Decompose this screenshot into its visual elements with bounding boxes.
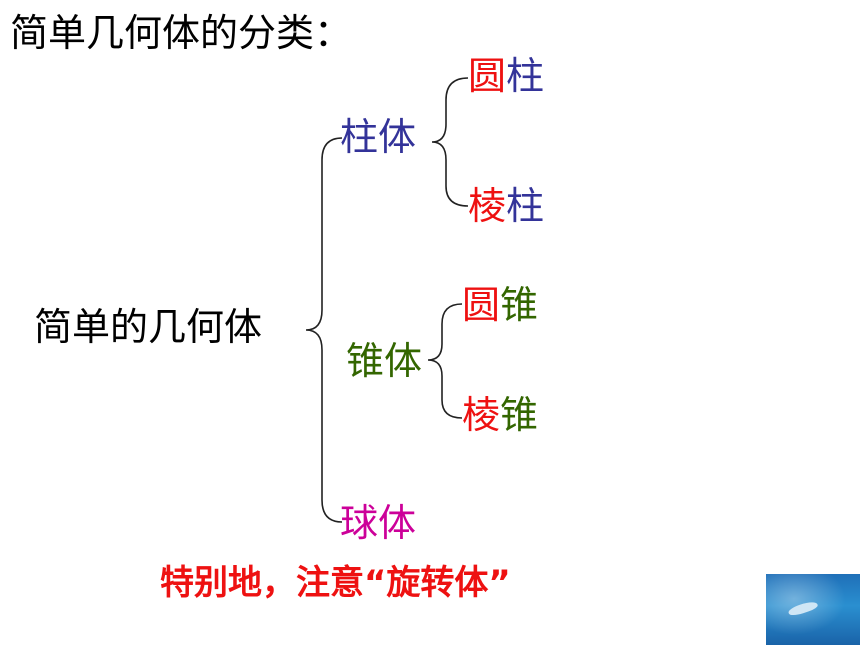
title: 简单几何体的分类：	[10, 11, 353, 55]
leaf-circular-cone: 圆锥	[462, 286, 538, 324]
branch-cone-label: 锥体	[346, 339, 423, 383]
root-label: 简单的几何体	[34, 305, 263, 349]
cone-brace	[427, 303, 463, 419]
prism-brace	[431, 77, 469, 207]
leaf-suffix: 柱	[506, 54, 545, 98]
note-text: 特别地，注意“旋转体”	[160, 563, 511, 603]
dolphin-in-ocean-image	[766, 574, 860, 645]
leaf-cylinder: 圆柱	[468, 57, 544, 95]
leaf-suffix: 柱	[506, 184, 545, 228]
leaf-pyramid: 棱锥	[462, 396, 538, 434]
leaf-prefix: 棱	[468, 184, 507, 228]
leaf-suffix: 锥	[500, 283, 539, 327]
leaf-prefix: 圆	[468, 54, 507, 98]
leaf-prefix: 棱	[462, 393, 501, 437]
branch-sphere-label: 球体	[340, 501, 417, 545]
main-brace	[305, 137, 343, 523]
branch-prism-label: 柱体	[340, 115, 417, 159]
leaf-prefix: 圆	[462, 283, 501, 327]
leaf-suffix: 锥	[500, 393, 539, 437]
leaf-prism: 棱柱	[468, 187, 544, 225]
